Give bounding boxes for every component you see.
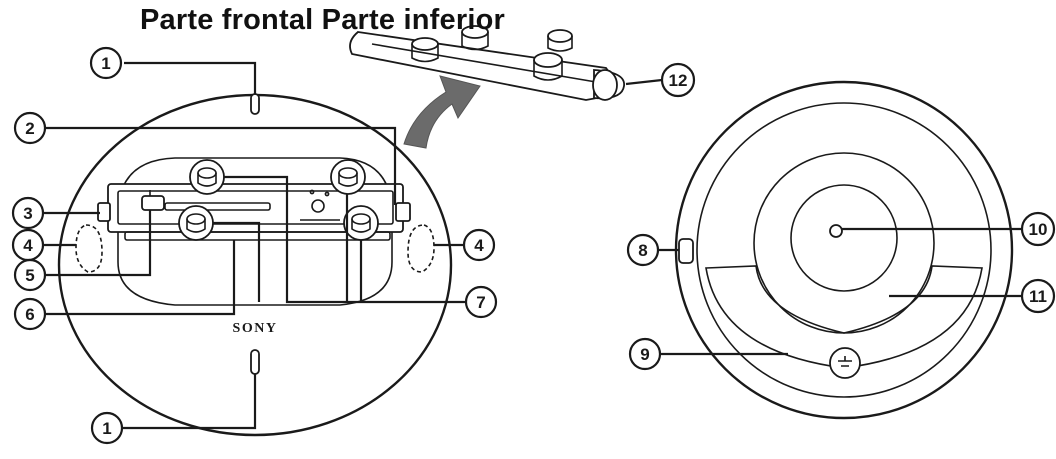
callout-4-right: 4 — [462, 228, 496, 262]
tray-symbol — [311, 199, 325, 213]
roller-top-left — [189, 159, 225, 195]
attachment-end-face — [592, 69, 618, 101]
callout-9: 9 — [628, 337, 662, 371]
svg-text:12: 12 — [669, 71, 688, 90]
svg-text:8: 8 — [638, 241, 647, 260]
attachment-peg-3 — [533, 52, 563, 81]
svg-text:10: 10 — [1029, 220, 1048, 239]
svg-text:2: 2 — [25, 119, 34, 138]
callout-7: 7 — [464, 285, 498, 319]
svg-text:11: 11 — [1029, 287, 1047, 306]
attachment-peg-4 — [547, 29, 573, 52]
svg-text:1: 1 — [101, 54, 110, 73]
attachment-bar-edge — [371, 43, 597, 83]
roller-bottom-right — [343, 205, 379, 241]
roller-bottom-left — [178, 205, 214, 241]
svg-text:4: 4 — [474, 236, 484, 255]
lid-latch-symbol — [838, 356, 852, 367]
callout-4-left: 4 — [11, 228, 45, 262]
lock-lever — [141, 195, 165, 211]
dock-connector-slot — [164, 202, 271, 211]
right-speaker-grille — [407, 224, 435, 273]
lid-latch — [829, 347, 861, 379]
dock-tray-lower-lip — [124, 231, 391, 241]
roller-top-right — [330, 159, 366, 195]
top-indicator — [250, 93, 260, 115]
bottom-inner-ring — [696, 102, 992, 398]
diagram-title: Parte frontal Parte inferior — [140, 4, 505, 36]
dock-right-tab — [395, 202, 411, 222]
attachment-peg-1 — [411, 37, 439, 63]
side-button — [678, 238, 694, 264]
svg-text:6: 6 — [25, 305, 34, 324]
insert-direction-arrow — [403, 75, 481, 149]
callout-5: 5 — [13, 258, 47, 292]
svg-text:9: 9 — [640, 345, 649, 364]
brand-logo: SONY — [233, 321, 278, 336]
svg-text:4: 4 — [23, 236, 33, 255]
callout-6: 6 — [13, 297, 47, 331]
callout-1-top: 1 — [89, 46, 123, 80]
battery-compartment-lid — [705, 265, 983, 369]
bottom-center-disc — [790, 184, 898, 292]
attachment-peg-2 — [461, 25, 489, 51]
callout-12: 12 — [660, 62, 696, 98]
callout-10: 10 — [1020, 211, 1056, 247]
callout-11: 11 — [1020, 278, 1056, 314]
bottom-indicator — [250, 349, 260, 375]
svg-text:1: 1 — [102, 419, 111, 438]
tray-dot-b — [324, 191, 330, 197]
callout-8: 8 — [626, 233, 660, 267]
bottom-center-hole — [829, 224, 843, 238]
callout-1-bottom: 1 — [90, 411, 124, 445]
svg-text:5: 5 — [25, 266, 34, 285]
dock-attachment — [349, 25, 625, 101]
callout-3: 3 — [11, 196, 45, 230]
left-speaker-grille — [75, 224, 103, 273]
callout-2: 2 — [13, 111, 47, 145]
svg-text:3: 3 — [23, 204, 32, 223]
bottom-view — [674, 80, 1014, 420]
tray-dot-a — [309, 189, 315, 195]
svg-text:7: 7 — [476, 293, 485, 312]
leader-lines — [42, 61, 1022, 430]
